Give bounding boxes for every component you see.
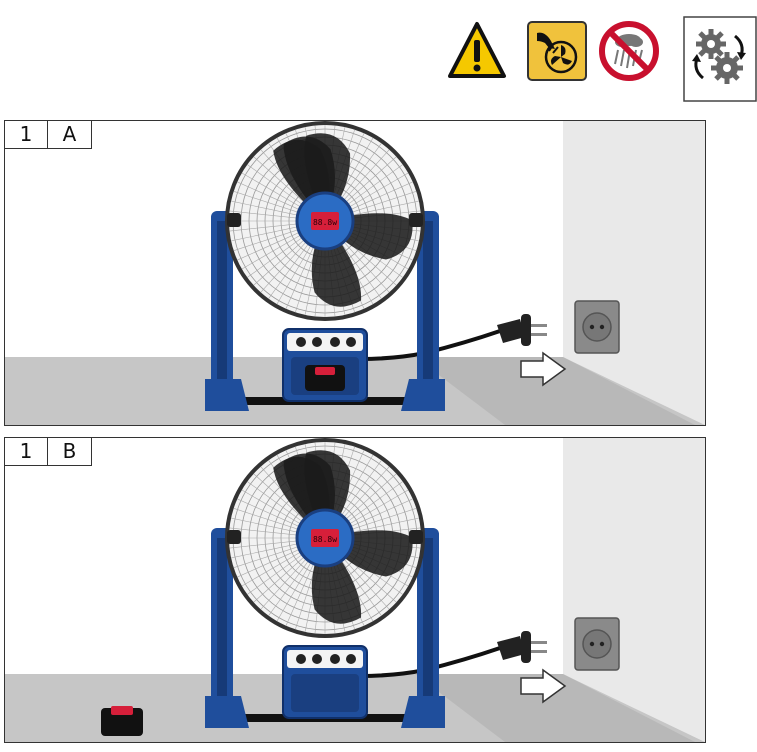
fan-display [311,529,339,547]
fan-head: 88.8w [225,121,425,321]
battery-removed [101,706,143,736]
power-plug [497,314,547,346]
fan-display [311,212,339,230]
control-button [330,337,340,347]
control-base [282,645,368,719]
step-label: 1 A [5,121,92,149]
no-rain-icon [598,20,660,82]
fan-head: 88.8w [225,438,425,638]
unplug-arrow [520,668,567,704]
control-button [296,654,306,664]
wall-socket [574,300,620,354]
panel-1a: 88.8w 1 A [4,120,706,426]
fan-frame [205,211,445,411]
wall-socket [574,617,620,671]
fan-frame [205,528,445,728]
scene-fan-with-battery: 88.8w [5,121,705,425]
control-button [312,337,322,347]
scene-fan-without-battery: 88.8w [5,438,705,742]
step-sub: B [48,438,92,466]
step-number: 1 [5,121,48,149]
panel-1b: 88.8w 1 B [4,437,706,743]
gears-icon [683,16,757,102]
display-readout: 88.8w [313,535,337,544]
control-button [296,337,306,347]
warning-icon [447,20,507,80]
step-number: 1 [5,438,48,466]
hand-fan-hazard-icon [527,21,587,81]
power-plug [497,631,547,663]
unplug-arrow [520,351,567,387]
control-button [346,337,356,347]
step-label: 1 B [5,438,92,466]
battery-inserted [305,365,345,391]
control-button [346,654,356,664]
control-button [330,654,340,664]
display-readout: 88.8w [313,218,337,227]
step-sub: A [48,121,92,149]
control-button [312,654,322,664]
